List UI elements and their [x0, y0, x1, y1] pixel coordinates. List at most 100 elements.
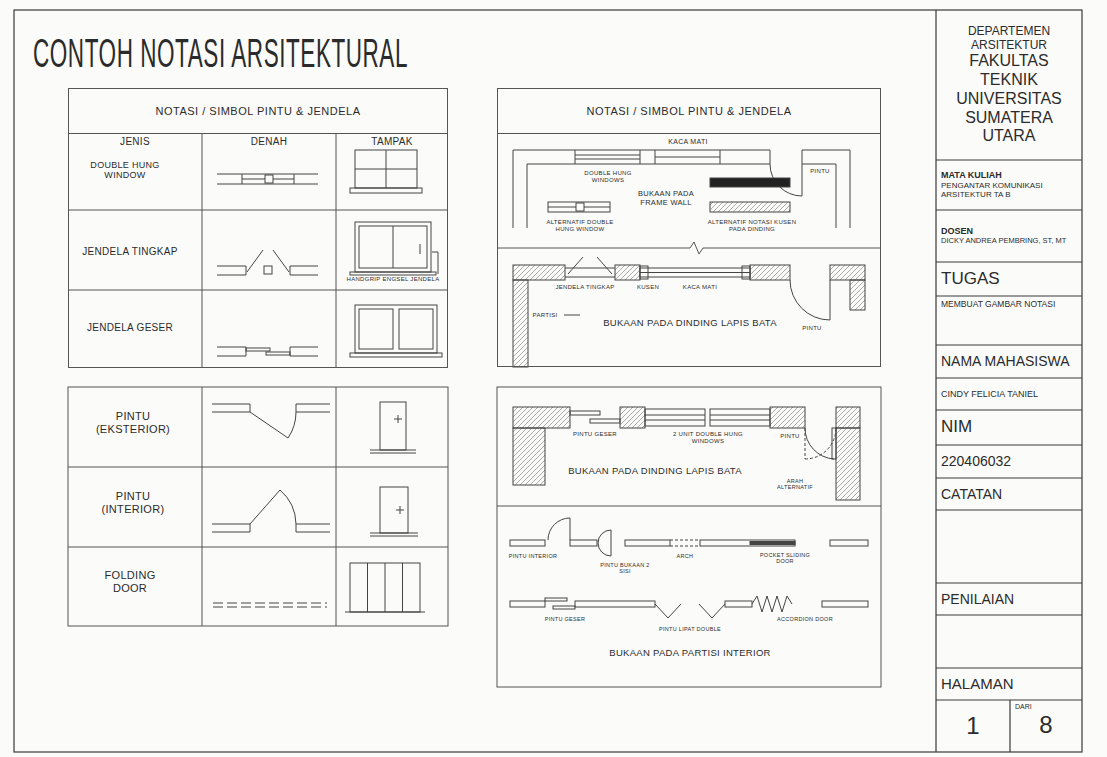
frame-wall-plan-part — [575, 155, 720, 159]
partition-plan-part — [570, 540, 597, 546]
partition-plan-part — [548, 518, 570, 540]
cell-text: PENGANTAR KOMUNIKASI ARSITEKTUR TA B — [941, 181, 1077, 200]
window-symbols-part — [350, 353, 442, 357]
partition-plan-part — [725, 601, 752, 607]
cell-heading: NIM — [941, 417, 1077, 437]
brick-wall-plan-part — [770, 407, 805, 428]
brick-wall-plan-part — [710, 409, 770, 426]
note-label: PARTISI — [528, 312, 562, 319]
note-label: ALTERNATIF NOTASI KUSEN PADA DINDING — [707, 219, 797, 233]
cell-heading: CINDY FELICIA TANIEL — [941, 389, 1077, 400]
brick-wall-plan-part — [742, 266, 750, 279]
note-label: DOUBLE HUNG WINDOW — [80, 160, 170, 181]
brick-wall-plan-part — [513, 280, 528, 367]
brick-wall-plan-part — [750, 265, 790, 280]
title-block-cell: HALAMAN — [936, 668, 1082, 700]
partition-plan-part — [575, 601, 655, 607]
brick-wall-plan-part — [620, 407, 645, 428]
note-label: ALTERNATIF DOUBLE HUNG WINDOW — [540, 219, 620, 233]
note-label: JENDELA GESER — [70, 322, 190, 334]
brick-wall-plan-part — [805, 428, 834, 459]
note-label: BUKAAN PADA FRAME WALL — [636, 190, 696, 207]
brick-wall-plan-part — [850, 280, 865, 310]
frame-wall-plan — [513, 150, 850, 228]
window-symbols-part — [217, 174, 318, 184]
title-block-cell: 1 — [936, 700, 1010, 752]
note-label: PINTU — [807, 168, 833, 175]
cell-heading: DARI — [1015, 703, 1077, 711]
panel-header: NOTASI / SIMBOL PINTU & JENDELA — [69, 89, 447, 134]
title-block-cell: TUGAS — [936, 262, 1082, 296]
frame-wall-plan-part — [548, 202, 610, 212]
note-label: ARAH ALTERNATIF — [772, 478, 818, 491]
brick-wall-plan-part — [590, 419, 620, 423]
partition-plan-part — [598, 530, 611, 556]
note-label: KACA MATI — [675, 284, 725, 291]
door-symbols-part — [288, 412, 296, 438]
cell-heading: 1 — [941, 712, 1005, 740]
sheet-frame — [14, 10, 1082, 752]
cell-text: 8 — [1015, 711, 1077, 739]
note-label: TAMPAK — [347, 136, 437, 148]
table-grid-part — [68, 387, 448, 626]
panel-heading: NOTASI / SIMBOL PINTU & JENDELA — [156, 105, 361, 117]
brick-wall-plan-part — [645, 409, 705, 426]
brick-wall-plan-part — [640, 272, 750, 273]
partition-plan — [510, 518, 868, 618]
cell-heading: MEMBUAT GAMBAR NOTASI — [941, 299, 1077, 309]
sheet-frame-part — [14, 10, 1082, 752]
window-symbols-part — [217, 250, 318, 275]
table-grid-part — [497, 242, 881, 254]
note-label: BUKAAN PADA PARTISI INTERIOR — [575, 648, 805, 659]
note-label: ACCORDION DOOR — [775, 616, 835, 622]
door-symbols-part — [213, 603, 327, 607]
partition-plan-part — [510, 601, 545, 607]
note-label: ARCH — [670, 553, 700, 559]
cell-heading: NAMA MAHASISWA — [941, 353, 1077, 370]
brick-wall-plan — [513, 257, 865, 500]
note-label: PINTU GESER — [570, 431, 620, 438]
note-label: FOLDING DOOR — [90, 569, 170, 594]
window-symbols-part — [359, 309, 393, 349]
frame-wall-plan-part — [710, 202, 790, 212]
brick-wall-plan-part — [830, 265, 865, 280]
cell-heading: DEPARTEMEN ARSITEKTUR — [941, 24, 1077, 52]
note-label: KUSEN — [633, 284, 663, 291]
title-block-cell: DOSENDICKY ANDREA PEMBRING, ST, MT — [936, 210, 1082, 262]
sheet-title: CONTOH NOTASI ARSITEKTURAL — [33, 33, 408, 73]
title-block-cell: PENILAIAN — [936, 583, 1082, 615]
note-label: DOUBLE HUNG WINDOWS — [568, 170, 648, 184]
brick-wall-plan-part — [615, 265, 640, 280]
note-label: PINTU INTERIOR — [508, 553, 558, 559]
brick-wall-plan-part — [640, 266, 648, 279]
partition-plan-part — [750, 542, 795, 545]
window-symbols-part — [355, 305, 437, 353]
door-symbols-part — [212, 490, 330, 532]
note-label: JENDELA TINGKAP — [70, 246, 190, 258]
door-symbols — [212, 402, 425, 612]
window-symbols — [217, 150, 442, 357]
window-symbols-part — [355, 150, 417, 188]
title-block-cell: NIM — [936, 410, 1082, 445]
door-symbols-part — [370, 506, 418, 536]
partition-plan-part — [752, 596, 792, 612]
window-symbols-part — [266, 352, 290, 355]
door-symbols-part — [212, 404, 330, 438]
partition-plan-part — [545, 598, 567, 601]
note-label: BUKAAN PADA DINDING LAPIS BATA — [555, 466, 755, 477]
cell-heading: HALAMAN — [941, 675, 1077, 693]
frame-wall-plan-part — [710, 178, 790, 187]
window-symbols-part — [355, 150, 417, 188]
note-label: KACA MATI — [658, 138, 718, 146]
partition-plan-part — [822, 601, 868, 607]
note-label: JENDELA TINGKAP — [555, 284, 615, 291]
brick-wall-plan-part — [836, 428, 860, 500]
title-block-cell: MEMBUAT GAMBAR NOTASI — [936, 296, 1082, 345]
title-block-cell: NAMA MAHASISWA — [936, 345, 1082, 378]
table-grid-part — [68, 133, 448, 368]
panel-heading: NOTASI / SIMBOL PINTU & JENDELA — [587, 105, 792, 117]
door-symbols-part — [280, 490, 296, 524]
table-grid — [68, 133, 881, 687]
note-label: PINTU — [797, 325, 827, 332]
